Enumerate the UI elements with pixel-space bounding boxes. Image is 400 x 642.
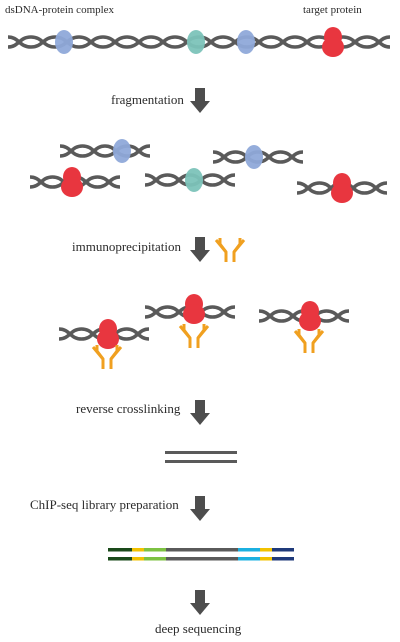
fragment [58,139,152,163]
target-protein-label: target protein [303,4,362,16]
fragment [295,173,389,203]
step-library-preparation-label: ChIP-seq library preparation [30,497,179,512]
step-deep-sequencing-label: deep sequencing [155,621,242,636]
fragment [28,167,122,197]
down-arrow-icon [190,496,210,521]
dna-fragments [28,139,389,203]
down-arrow-icon [190,237,210,262]
step-fragmentation-label: fragmentation [111,92,184,107]
ip-complex [257,301,351,355]
bound-protein-blue [237,30,255,54]
target-protein [322,27,344,57]
down-arrow-icon [190,590,210,615]
sequencing-library [108,548,294,561]
ip-complex [57,319,151,371]
down-arrow-icon [190,400,210,425]
free-dsdna [165,451,237,463]
fragment [143,168,237,192]
antibody-icon [214,236,246,264]
dsdna-protein-complex [6,27,392,57]
complex-label: dsDNA-protein complex [5,4,115,16]
bound-protein-teal [187,30,205,54]
step-reverse-crosslinking-label: reverse crosslinking [76,401,181,416]
bound-protein-blue [55,30,73,54]
immunoprecipitated-complexes [57,294,351,371]
step-immunoprecipitation-label: immunoprecipitation [72,239,182,254]
down-arrow-icon [190,88,210,113]
fragment [211,145,305,169]
ip-complex [143,294,237,350]
